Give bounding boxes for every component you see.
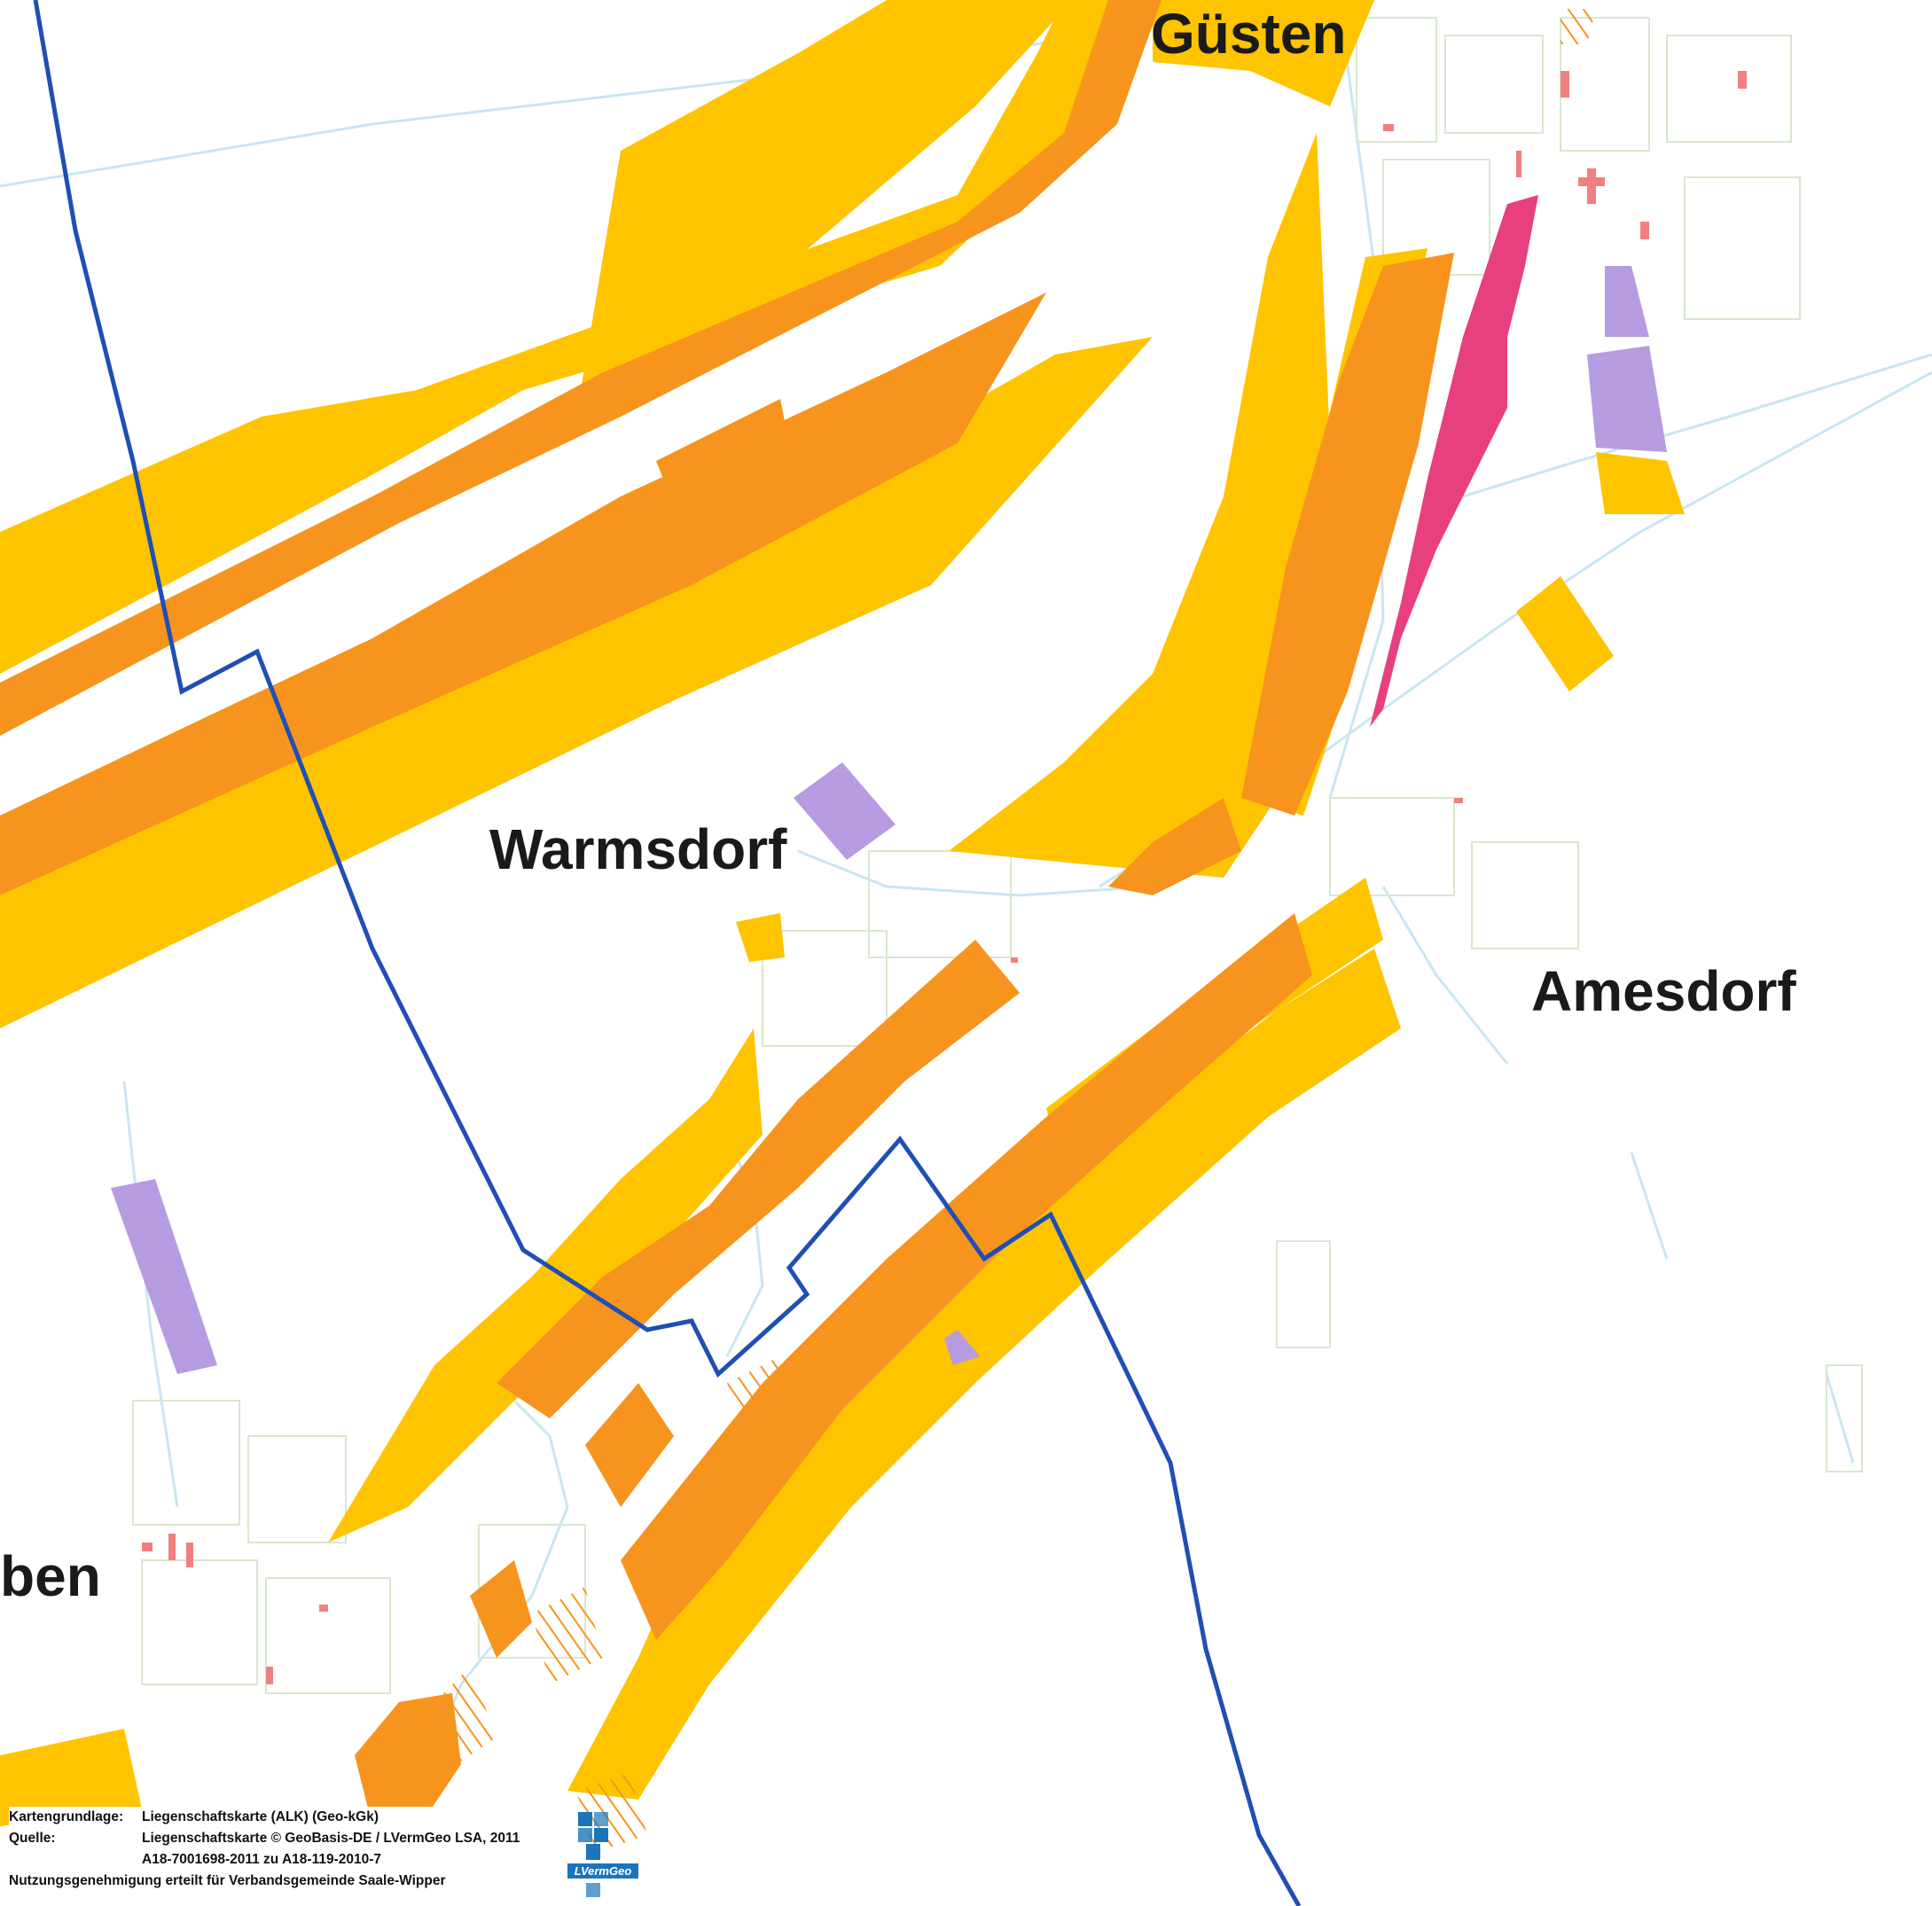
yellow-small-east-2 <box>1596 452 1685 514</box>
village-parcels <box>132 17 1863 1694</box>
hatched-zones <box>417 9 1596 1853</box>
orange-band-west-1 <box>0 0 1162 736</box>
legend-key: Quelle: <box>9 1831 56 1846</box>
buildings <box>142 71 1747 1684</box>
purple-warmsdorf <box>794 762 896 860</box>
legend-permission-text: Nutzungsgenehmigung erteilt für Verbands… <box>9 1873 446 1888</box>
purple-south-small <box>944 1330 980 1365</box>
yellow-south-band-a <box>328 1028 763 1543</box>
yellow-gusten-top <box>1153 0 1374 106</box>
purple-amesdorf-top <box>1605 266 1649 337</box>
legend-value: A18-7001698-2011 zu A18-119-2010-7 <box>142 1852 382 1867</box>
map-legend: Kartengrundlage: Liegenschaftskarte (ALK… <box>9 1807 576 1892</box>
yellow-east-band <box>949 133 1330 878</box>
legend-row: A18-7001698-2011 zu A18-119-2010-7 <box>9 1849 576 1871</box>
legend-permission: Nutzungsgenehmigung erteilt für Verbands… <box>9 1871 576 1892</box>
orange-south-band-c <box>798 1241 975 1401</box>
yellow-band-west-upper <box>576 0 1073 417</box>
legend-value: Liegenschaftskarte © GeoBasis-DE / LVerm… <box>142 1831 520 1846</box>
legend-key: Kartengrundlage: <box>9 1809 124 1824</box>
yellow-band-west-lower <box>0 337 1153 1028</box>
orange-south-band-b <box>621 913 1312 1640</box>
orange-band-east <box>1241 253 1454 816</box>
purple-west-strip <box>111 1179 217 1374</box>
boundary-line[interactable] <box>33 0 1302 1906</box>
legend-row: Kartengrundlage: Liegenschaftskarte (ALK… <box>9 1807 576 1828</box>
yellow-small-east <box>1516 576 1614 691</box>
yellow-southwest-corner <box>0 1729 142 1826</box>
purple-areas <box>111 266 1667 1374</box>
logo-text: LVermGeo <box>567 1863 638 1879</box>
orange-band-mid <box>656 399 789 505</box>
purple-amesdorf <box>1587 346 1667 452</box>
legend-key <box>9 1849 142 1871</box>
orange-south-small <box>585 1383 674 1507</box>
place-label-warmsdorf: Warmsdorf <box>489 817 787 881</box>
magenta-area <box>1370 195 1538 727</box>
orange-band-east-2 <box>1108 798 1241 895</box>
legend-value: Liegenschaftskarte (ALK) (Geo-kGk) <box>142 1809 379 1824</box>
place-label-guesten: Güsten <box>1151 2 1346 66</box>
lvermgeo-logo: LVermGeo <box>567 1808 638 1906</box>
yellow-band-west <box>0 0 1162 674</box>
orange-south-small-2 <box>470 1560 532 1658</box>
orange-south-band-a <box>497 940 1020 1418</box>
yellow-south-band-b <box>567 949 1401 1800</box>
yellow-warmsdorf-block <box>736 913 785 962</box>
place-label-partial: ben <box>0 1544 101 1608</box>
place-label-amesdorf: Amesdorf <box>1531 959 1796 1023</box>
legend-row: Quelle: Liegenschaftskarte © GeoBasis-DE… <box>9 1828 576 1849</box>
